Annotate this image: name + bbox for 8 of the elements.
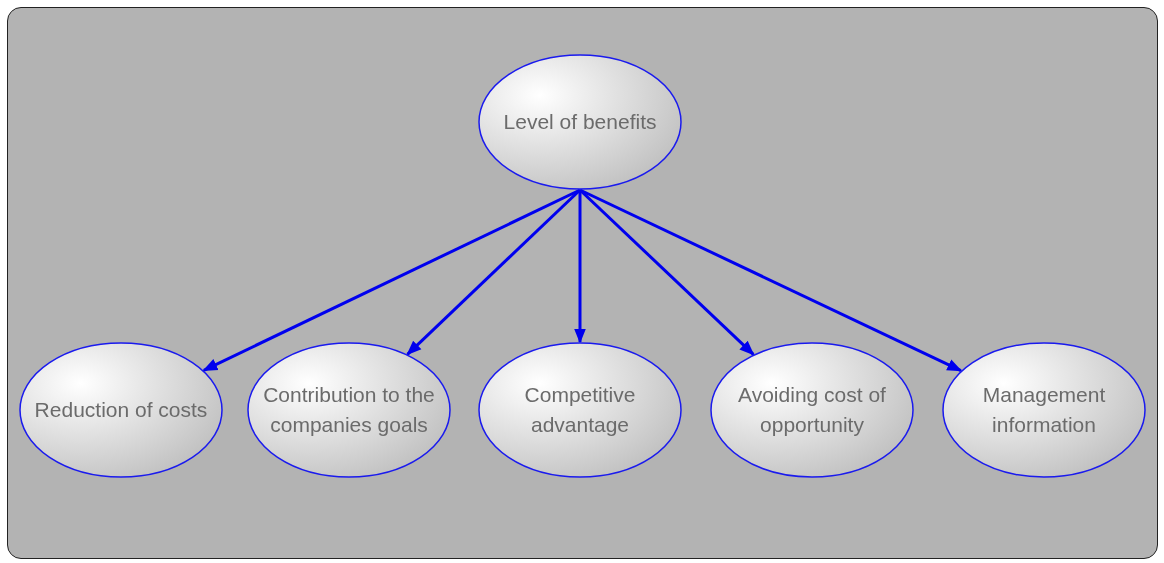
node-label: Management information bbox=[981, 382, 1107, 438]
arrow bbox=[579, 188, 963, 372]
node-label: Level of benefits bbox=[502, 109, 658, 135]
node-label: Competitive advantage bbox=[523, 382, 637, 438]
node-label: Reduction of costs bbox=[33, 397, 209, 423]
arrow bbox=[574, 190, 586, 344]
node-label: Contribution to the companies goals bbox=[262, 382, 436, 438]
node-label: Avoiding cost of opportunity bbox=[737, 382, 887, 438]
